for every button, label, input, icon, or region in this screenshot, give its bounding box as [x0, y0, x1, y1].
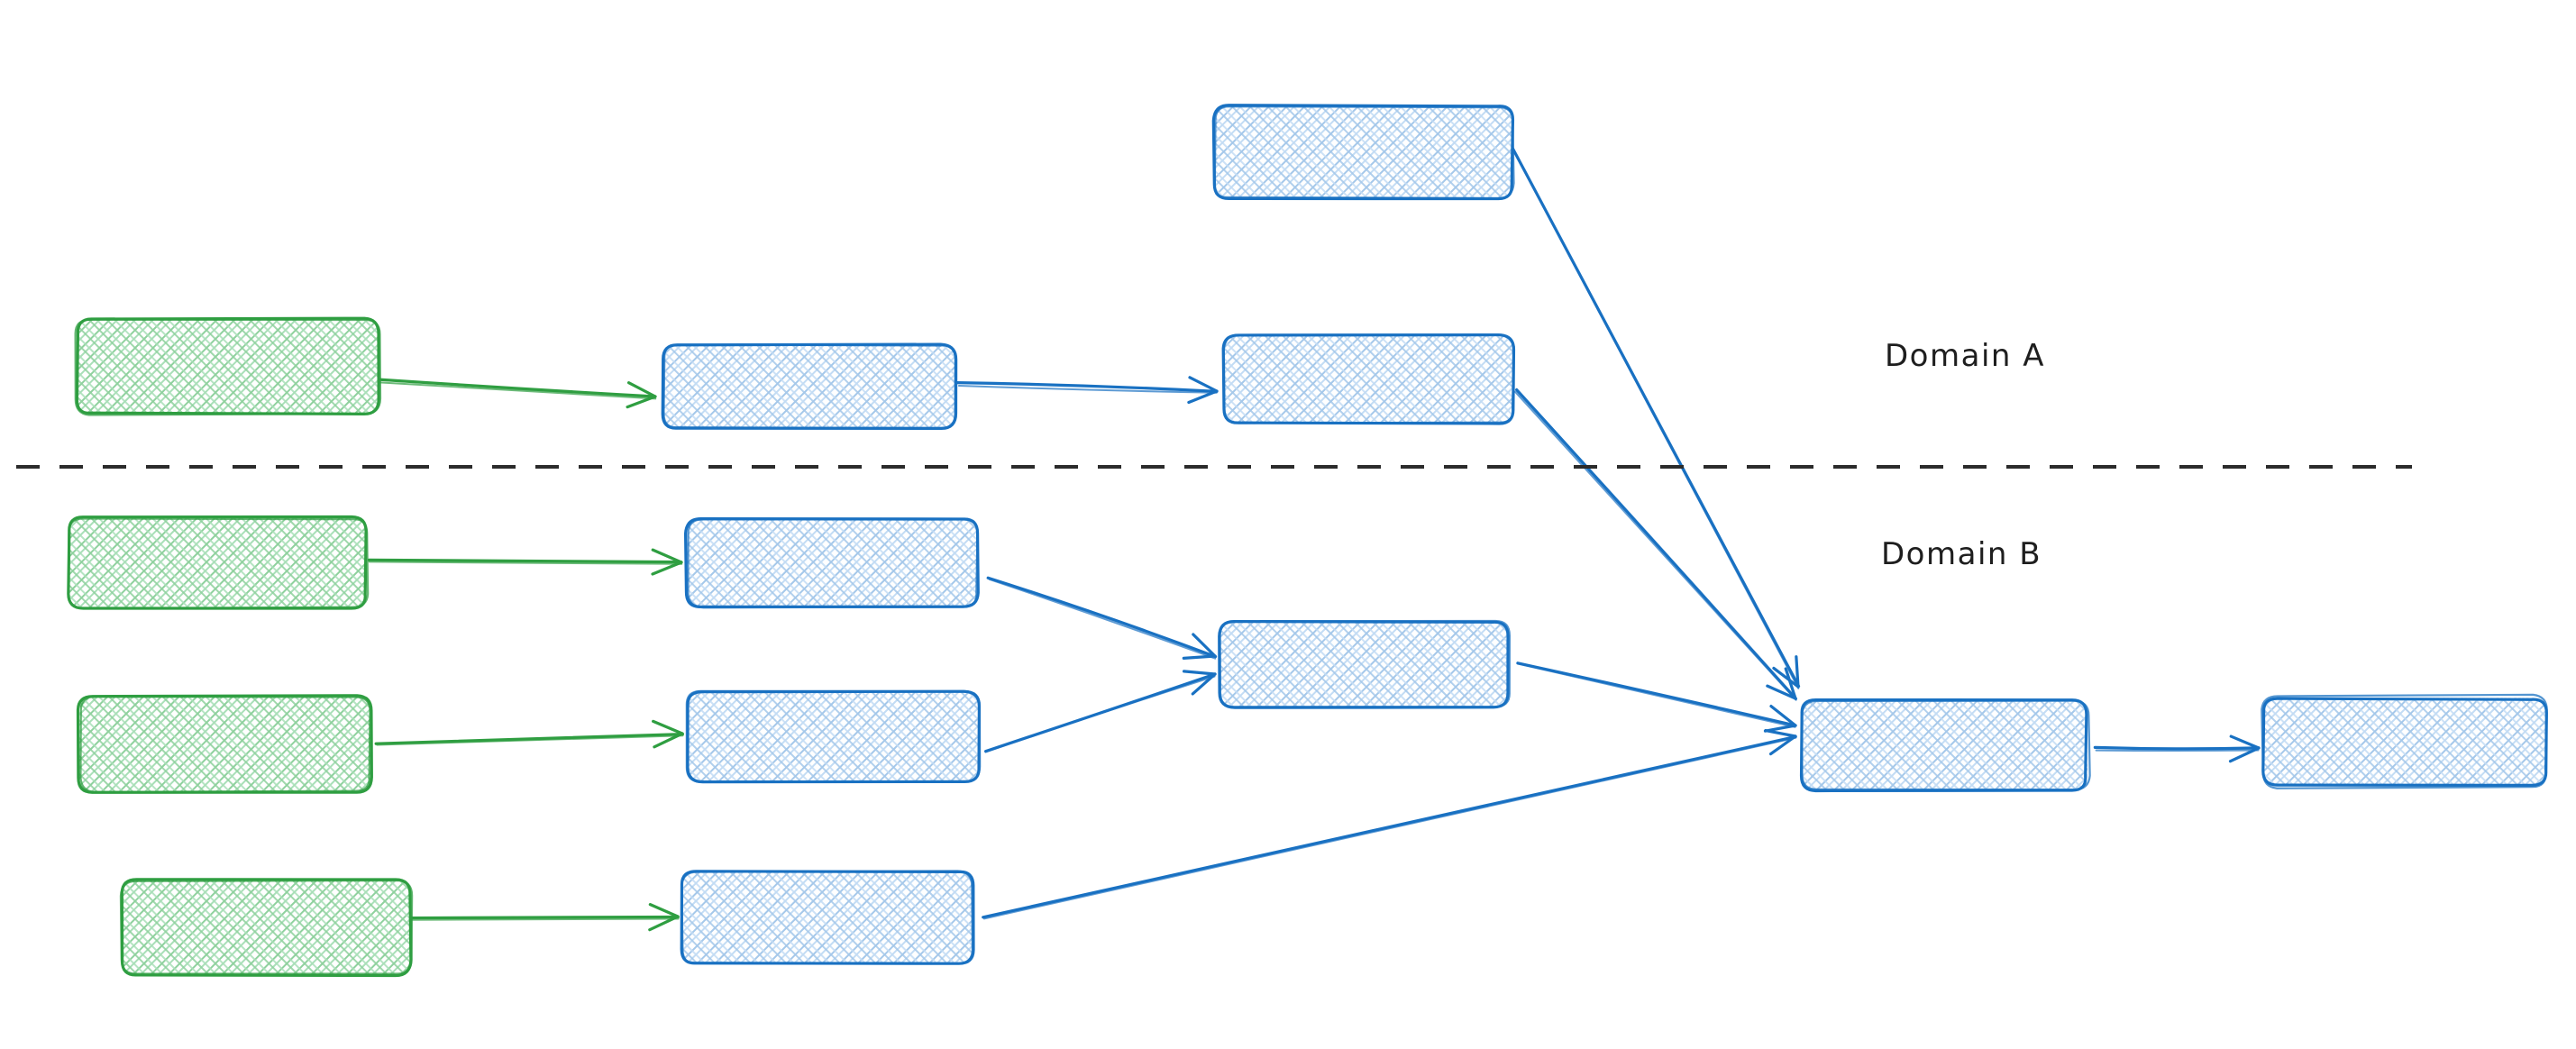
edge-a1-to-a2 [955, 376, 1219, 405]
edge-green-b1-to-b1 [367, 548, 683, 576]
blue-node-b2[interactable] [685, 689, 982, 784]
edge-b2-to-hub [984, 670, 1217, 753]
blue-node-b-out[interactable] [2261, 693, 2548, 789]
edge-sink-to-out [2093, 734, 2261, 763]
edge-hub-to-sink [1516, 661, 1797, 733]
edge-green-b3-to-b3 [409, 903, 680, 932]
edge-b3-to-sink [982, 728, 1797, 920]
edge-atop-to-hub [1507, 139, 1801, 689]
green-node-b1[interactable] [67, 515, 370, 610]
green-node-b3[interactable] [119, 878, 414, 978]
blue-node-b-hub[interactable] [1218, 619, 1511, 709]
blue-node-a1[interactable] [661, 342, 958, 430]
blue-node-a-top[interactable] [1211, 104, 1515, 201]
domain-a-label: Domain A [1885, 338, 2045, 374]
domain-b-label: Domain B [1881, 536, 2042, 572]
blue-node-b1[interactable] [683, 517, 980, 609]
edges-layer [367, 139, 2261, 932]
blue-node-a2[interactable] [1221, 333, 1516, 425]
edge-green-a1-to-a1 [379, 378, 657, 409]
edge-a2-to-hub [1514, 388, 1797, 701]
blue-node-b3[interactable] [680, 870, 975, 965]
green-node-b2[interactable] [76, 694, 373, 794]
edge-green-b2-to-b2 [374, 719, 685, 749]
blue-node-b-sink[interactable] [1799, 698, 2091, 793]
nodes-layer [67, 104, 2548, 978]
edge-b1-to-hub [986, 576, 1218, 660]
green-node-a1[interactable] [74, 316, 382, 416]
